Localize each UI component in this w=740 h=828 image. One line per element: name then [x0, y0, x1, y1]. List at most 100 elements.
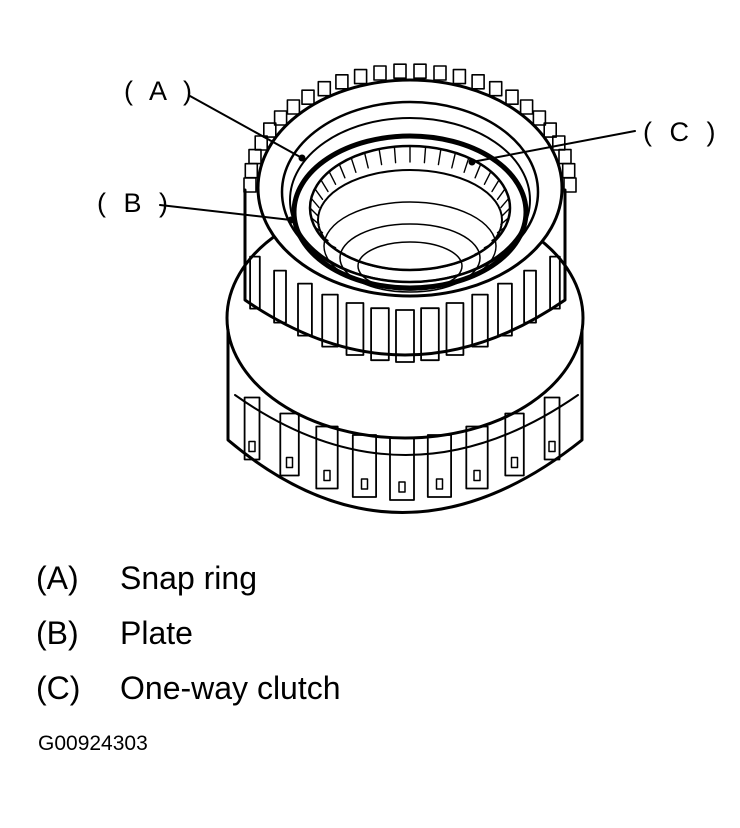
clutch-roller [328, 170, 337, 186]
slot-hole [360, 478, 369, 490]
top-spline [301, 89, 315, 105]
top-spline [413, 63, 427, 79]
drum-slot [543, 396, 561, 461]
slot-hole [435, 478, 444, 490]
top-spline [353, 68, 368, 85]
lower-drum-outline [226, 328, 584, 514]
top-spline [262, 122, 277, 138]
legend-item-a: (A) Snap ring [36, 562, 257, 594]
hub-spline [345, 302, 365, 356]
figure-id: G00924303 [38, 732, 148, 755]
legend-text-b: Plate [120, 615, 193, 651]
one-way-clutch-inner [317, 169, 503, 271]
top-spline [488, 80, 503, 97]
drum-slot [389, 437, 415, 501]
legend-label-a: (A) [36, 560, 79, 596]
drum-slot [315, 425, 339, 490]
hub-spline [497, 282, 513, 337]
slot-hole [473, 469, 481, 482]
clutch-roller [350, 157, 357, 174]
hub-spline [370, 307, 390, 362]
clutch-roller [451, 152, 457, 169]
clutch-roller [320, 179, 329, 193]
clutch-roller [437, 148, 442, 166]
legend-item-c: (C) One-way clutch [36, 672, 341, 704]
clutch-roller [423, 146, 427, 164]
clutch-roller [463, 157, 470, 174]
top-spline [558, 148, 572, 165]
slot-hole [510, 456, 519, 469]
drum-slot [279, 412, 300, 477]
leader-dot-b [287, 216, 295, 224]
hub-spline [445, 302, 465, 356]
plate-part [289, 117, 531, 283]
slot-hole [248, 440, 256, 453]
leader-dot-c [468, 158, 476, 166]
drum-slot [351, 434, 377, 498]
slot-hole [323, 469, 331, 482]
clutch-roller [483, 170, 492, 186]
drum-slot [504, 412, 525, 477]
clutch-roller [474, 163, 482, 179]
drum-slot [465, 425, 489, 490]
hub-spline [321, 293, 339, 348]
clutch-roller [491, 179, 500, 193]
top-spline [551, 135, 566, 151]
top-spline [317, 80, 332, 97]
drum-slot [426, 434, 452, 498]
top-spline [452, 68, 467, 85]
hub-splines [249, 255, 561, 363]
leader-line-c [471, 130, 636, 163]
clutch-roller [393, 146, 397, 164]
legend-item-b: (B) Plate [36, 617, 193, 649]
top-spline [471, 74, 485, 90]
legend-text-a: Snap ring [120, 560, 257, 596]
clutch-roller [309, 207, 319, 217]
callout-a: ( A ) [124, 76, 198, 106]
top-spline [248, 148, 262, 165]
top-spline [433, 65, 447, 81]
top-spline [286, 99, 301, 115]
plate-inner-edge [291, 133, 529, 291]
top-spline [273, 110, 288, 126]
top-spline [373, 65, 387, 81]
hub-spline [395, 309, 415, 363]
clutch-roller [338, 163, 346, 179]
clutch-drum-illustration [159, 63, 636, 514]
slot-hole [398, 481, 406, 493]
clutch-roller [378, 148, 383, 166]
clutch-roller [310, 197, 320, 209]
hub-spline [471, 293, 489, 348]
legend-label-c: (C) [36, 670, 81, 706]
inner-bore-3 [357, 241, 463, 291]
drum-slots [243, 396, 561, 501]
top-spline [543, 122, 558, 138]
slot-hole [285, 456, 294, 469]
callout-b: ( B ) [97, 188, 173, 218]
drum-slot [243, 396, 261, 461]
hub-spline [297, 282, 313, 337]
callout-c: ( C ) [643, 117, 721, 147]
hub-spline [249, 255, 261, 310]
upper-hub-outline [243, 188, 567, 357]
hub-spline [549, 255, 561, 310]
top-spline [244, 162, 259, 179]
top-spline [505, 89, 519, 105]
clutch-roller [501, 207, 511, 217]
leader-line-b [159, 204, 292, 221]
top-spline [563, 177, 577, 193]
legend-label-b: (B) [36, 615, 79, 651]
top-spline [393, 63, 407, 79]
hub-spline [420, 307, 440, 362]
clutch-roller [314, 188, 324, 201]
clutch-roller [496, 188, 506, 201]
top-spline [561, 162, 576, 179]
top-spline [335, 74, 349, 90]
top-spline [532, 110, 547, 126]
clutch-roller [500, 197, 510, 209]
hub-spline [523, 269, 537, 324]
leader-line-a [189, 95, 303, 159]
legend-text-c: One-way clutch [120, 670, 341, 706]
clutch-roller [363, 152, 369, 169]
inner-bore-2 [339, 223, 481, 293]
